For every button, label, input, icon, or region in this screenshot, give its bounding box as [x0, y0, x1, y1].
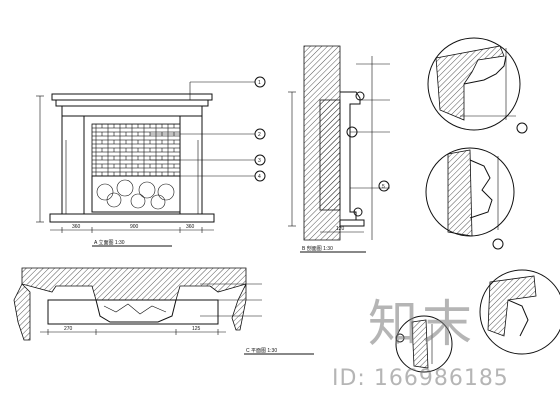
callout-marker: [254, 170, 266, 182]
detail-marker: [395, 333, 405, 343]
view-caption: A 立面图 1:30: [94, 239, 125, 246]
front-elevation-view: 360 900 360 1 2 3 4 A 立面图 1:30: [36, 76, 266, 247]
dimension-label: 125: [192, 326, 201, 332]
hearth-section: [339, 219, 365, 227]
callout-marker: [254, 154, 266, 166]
view-caption: B 剖面图 1:30: [302, 245, 333, 252]
callout-number: 3: [258, 158, 261, 164]
callout-marker: [254, 76, 266, 88]
dimension-label: 360: [186, 224, 195, 230]
hearth: [49, 213, 215, 223]
detail-circle-2: [425, 147, 515, 250]
mantel-frieze: [61, 105, 203, 117]
firebox-grate: [91, 175, 181, 213]
plan-right-wall: [231, 283, 247, 331]
detail-marker: [492, 238, 504, 250]
view-caption: C 平面图 1:30: [246, 348, 277, 354]
detail-marker: [355, 91, 365, 101]
plan-section-view: 270 125 C 平面图 1:30: [13, 267, 314, 355]
firebox-section: [319, 99, 341, 211]
detail-circle-1: [427, 37, 528, 134]
callout-number: 1: [258, 80, 261, 86]
detail-marker: [353, 207, 363, 217]
callout-marker: [378, 180, 390, 192]
dimension-label: 270: [64, 326, 73, 332]
dimension-label: 900: [130, 224, 139, 230]
left-pilaster: [61, 115, 85, 215]
detail-marker: [346, 126, 358, 138]
callout-marker: [254, 128, 266, 140]
mantel-top: [51, 93, 213, 101]
firebox-rubble: [103, 303, 167, 315]
watermark-brand: 知末: [368, 295, 476, 353]
mantel-cornice: [55, 99, 209, 107]
side-section-view: 120 5 B 剖面图 1:30: [288, 45, 390, 253]
firebox-plan: [95, 299, 177, 323]
watermark-id: ID: 166986185: [332, 366, 509, 391]
hearth-plan: [47, 299, 219, 325]
detail-circle-3: [479, 269, 560, 355]
plan-left-wall: [13, 283, 31, 341]
detail-circle-4: [395, 315, 453, 373]
right-pilaster: [179, 115, 203, 215]
mantel-profile: [340, 91, 361, 221]
callout-number: 4: [258, 174, 261, 180]
callout-number: 5: [382, 184, 385, 190]
firebox-brick-panel: [91, 123, 181, 177]
decorative-logs: [96, 179, 175, 210]
detail-marker: [516, 122, 528, 134]
callout-number: 2: [258, 132, 261, 138]
dimension-label: 360: [72, 224, 81, 230]
dimension-label: 120: [336, 226, 345, 232]
